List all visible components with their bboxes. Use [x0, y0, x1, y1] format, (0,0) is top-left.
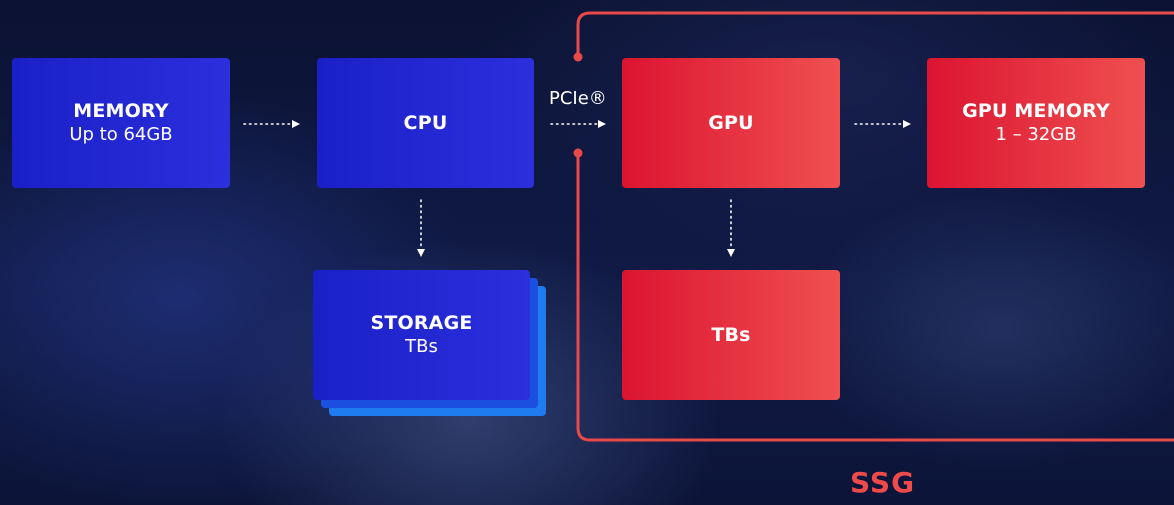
storage-capacity: TBs	[405, 336, 438, 357]
ssg-outline-top	[576, 11, 1174, 57]
memory-capacity: Up to 64GB	[69, 124, 173, 145]
cpu-to-gpu-arrowhead	[598, 120, 606, 128]
gpu-to-gpu-memory-arrowhead	[903, 120, 911, 128]
gpu-memory-title: GPU MEMORY	[962, 100, 1110, 122]
gpu-node: GPU	[622, 58, 840, 188]
memory-to-cpu-arrowhead	[292, 120, 300, 128]
ssg-outline-top-dot	[573, 52, 583, 62]
pcie-label: PCIe®	[549, 88, 607, 109]
ssg-storage-node: TBs	[622, 270, 840, 400]
storage-title: STORAGE	[370, 312, 473, 334]
ssg-outline-bottom	[576, 153, 1174, 442]
cpu-title: CPU	[403, 112, 448, 134]
cpu-to-storage-arrowhead	[417, 249, 425, 257]
memory-title: MEMORY	[73, 100, 169, 122]
memory-node: MEMORY Up to 64GB	[12, 58, 230, 188]
storage-node: STORAGE TBs	[313, 270, 530, 400]
ssg-outline-bottom-dot	[573, 148, 583, 158]
cpu-node: CPU	[317, 58, 534, 188]
gpu-memory-capacity: 1 – 32GB	[995, 124, 1077, 145]
gpu-title: GPU	[708, 112, 754, 134]
ssg-storage-title: TBs	[711, 324, 751, 346]
gpu-memory-node: GPU MEMORY 1 – 32GB	[927, 58, 1145, 188]
gpu-to-ssg-storage-arrowhead	[727, 249, 735, 257]
ssg-group-label: SSG	[850, 466, 916, 499]
